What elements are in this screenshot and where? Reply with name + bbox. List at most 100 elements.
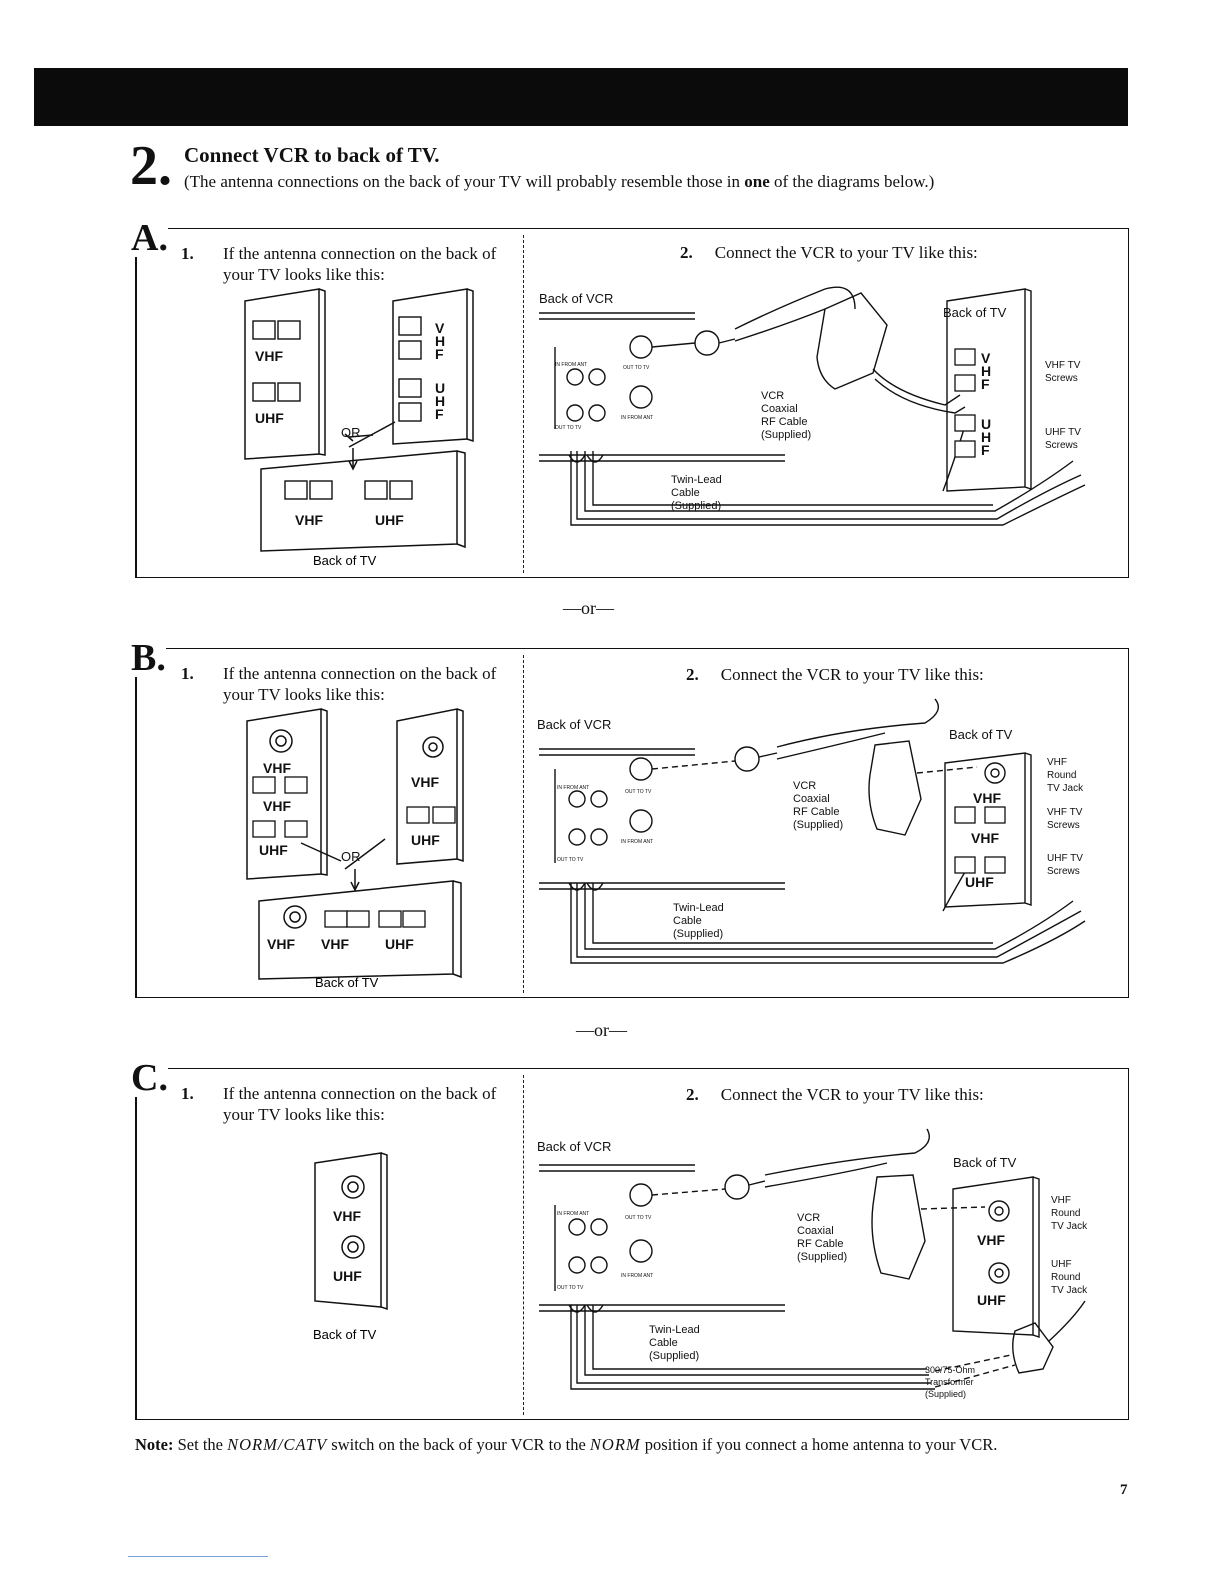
svg-text:Coaxial: Coaxial: [761, 403, 798, 415]
svg-text:UHF: UHF: [333, 1268, 362, 1284]
b-back-of-vcr-label: Back of VCR: [537, 717, 611, 732]
svg-text:UHF TV: UHF TV: [1045, 427, 1081, 438]
svg-text:RF Cable: RF Cable: [797, 1238, 843, 1250]
svg-text:(Supplied): (Supplied): [671, 500, 721, 512]
section-a-connection-diagram: Back of VCR Back of TV IN FROM ANT OUT TO…: [539, 286, 1086, 526]
svg-text:Screws: Screws: [1047, 820, 1080, 831]
top-banner: [34, 68, 1128, 126]
svg-text:UHF: UHF: [411, 832, 440, 848]
step-title: Connect VCR to back of TV.: [184, 143, 440, 167]
c-back-of-tv-label: Back of TV: [313, 1327, 377, 1342]
svg-text:(Supplied): (Supplied): [673, 928, 723, 940]
svg-text:IN FROM ANT: IN FROM ANT: [621, 839, 653, 845]
svg-text:UHF: UHF: [385, 936, 414, 952]
svg-text:UHF: UHF: [259, 842, 288, 858]
svg-text:VHF TV: VHF TV: [1045, 360, 1081, 371]
svg-text:Twin-Lead: Twin-Lead: [673, 902, 724, 914]
svg-text:F: F: [981, 442, 990, 458]
svg-text:RF Cable: RF Cable: [793, 806, 839, 818]
svg-text:F: F: [435, 406, 444, 422]
or-divider-2: —or—: [576, 1020, 627, 1040]
svg-text:F: F: [435, 346, 444, 362]
section-a-panel: A. 1.If the antenna connection on the ba…: [131, 219, 1129, 578]
a-uhf-label: UHF: [255, 410, 284, 426]
svg-text:IN FROM ANT: IN FROM ANT: [621, 1273, 653, 1279]
svg-text:OUT TO TV: OUT TO TV: [623, 365, 650, 371]
svg-text:(Supplied): (Supplied): [761, 429, 811, 441]
svg-text:VHF: VHF: [263, 760, 291, 776]
section-c-letter: C.: [131, 1057, 168, 1099]
a-back-of-vcr-label: Back of VCR: [539, 291, 613, 306]
svg-text:UHF: UHF: [375, 512, 404, 528]
svg-text:V: V: [981, 350, 991, 366]
svg-text:Cable: Cable: [649, 1337, 678, 1349]
step-number: 2.: [130, 135, 172, 197]
svg-text:H: H: [981, 363, 991, 379]
c-back-of-vcr-label: Back of VCR: [537, 1139, 611, 1154]
section-a-step2: 2.Connect the VCR to your TV like this:: [680, 243, 978, 262]
svg-text:Coaxial: Coaxial: [797, 1225, 834, 1237]
svg-text:Twin-Lead: Twin-Lead: [671, 474, 722, 486]
or-divider-1: —or—: [563, 598, 614, 618]
svg-text:OR: OR: [341, 849, 361, 864]
svg-text:VHF: VHF: [321, 936, 349, 952]
section-b-step2: 2.Connect the VCR to your TV like this:: [686, 665, 984, 684]
svg-text:IN FROM ANT: IN FROM ANT: [557, 785, 589, 791]
svg-text:VHF: VHF: [971, 830, 999, 846]
svg-text:VHF: VHF: [333, 1208, 361, 1224]
svg-text:UHF: UHF: [1051, 1259, 1072, 1270]
svg-text:Screws: Screws: [1045, 373, 1078, 384]
section-c-tv-options-diagram: VHF UHF Back of TV: [313, 1152, 388, 1342]
svg-text:VCR: VCR: [793, 780, 816, 792]
svg-text:UHF: UHF: [977, 1292, 1006, 1308]
svg-text:Cable: Cable: [671, 487, 700, 499]
svg-text:V: V: [435, 320, 445, 336]
svg-text:RF Cable: RF Cable: [761, 416, 807, 428]
svg-text:Coaxial: Coaxial: [793, 793, 830, 805]
svg-text:H: H: [435, 393, 445, 409]
svg-text:OUT TO TV: OUT TO TV: [555, 425, 582, 431]
a-vhf-label: VHF: [255, 348, 283, 364]
svg-text:VHF: VHF: [973, 790, 1001, 806]
svg-text:OUT TO TV: OUT TO TV: [625, 1215, 652, 1221]
svg-text:UHF TV: UHF TV: [1047, 853, 1083, 864]
section-c-step2: 2.Connect the VCR to your TV like this:: [686, 1085, 984, 1104]
svg-text:UHF: UHF: [965, 874, 994, 890]
svg-text:(Supplied): (Supplied): [649, 1350, 699, 1362]
b-back-of-tv-label: Back of TV: [315, 975, 379, 990]
svg-text:TV Jack: TV Jack: [1051, 1221, 1088, 1232]
svg-text:IN FROM ANT: IN FROM ANT: [557, 1211, 589, 1217]
a-back-of-tv-label: Back of TV: [313, 553, 377, 568]
svg-text:TV Jack: TV Jack: [1047, 783, 1084, 794]
svg-text:Round: Round: [1051, 1272, 1080, 1283]
a-or-label: OR: [341, 425, 361, 440]
svg-text:VHF: VHF: [263, 798, 291, 814]
svg-text:F: F: [981, 376, 990, 392]
svg-text:VHF TV: VHF TV: [1047, 807, 1083, 818]
step-subtitle: (The antenna connections on the back of …: [184, 172, 935, 191]
svg-text:Screws: Screws: [1045, 440, 1078, 451]
svg-text:U: U: [435, 380, 445, 396]
svg-text:OUT TO TV: OUT TO TV: [557, 857, 584, 863]
section-b-letter: B.: [131, 637, 166, 679]
page-number: 7: [1120, 1482, 1128, 1498]
svg-text:Transformer: Transformer: [925, 1377, 974, 1387]
svg-text:(Supplied): (Supplied): [925, 1389, 966, 1399]
section-a-letter: A.: [131, 217, 168, 259]
section-b-panel: B. 1.If the antenna connection on the ba…: [131, 639, 1129, 998]
a-back-of-tv-right-label: Back of TV: [943, 305, 1007, 320]
section-c-panel: C. 1.If the antenna connection on the ba…: [131, 1059, 1129, 1420]
svg-text:Round: Round: [1051, 1208, 1080, 1219]
svg-text:VCR: VCR: [797, 1212, 820, 1224]
svg-text:U: U: [981, 416, 991, 432]
svg-text:Round: Round: [1047, 770, 1076, 781]
svg-text:IN FROM ANT: IN FROM ANT: [555, 362, 587, 368]
svg-text:Twin-Lead: Twin-Lead: [649, 1324, 700, 1336]
svg-text:TV Jack: TV Jack: [1051, 1285, 1088, 1296]
svg-text:300/75-Ohm: 300/75-Ohm: [925, 1365, 975, 1375]
svg-text:VHF: VHF: [1047, 757, 1067, 768]
svg-text:OUT TO TV: OUT TO TV: [557, 1285, 584, 1291]
